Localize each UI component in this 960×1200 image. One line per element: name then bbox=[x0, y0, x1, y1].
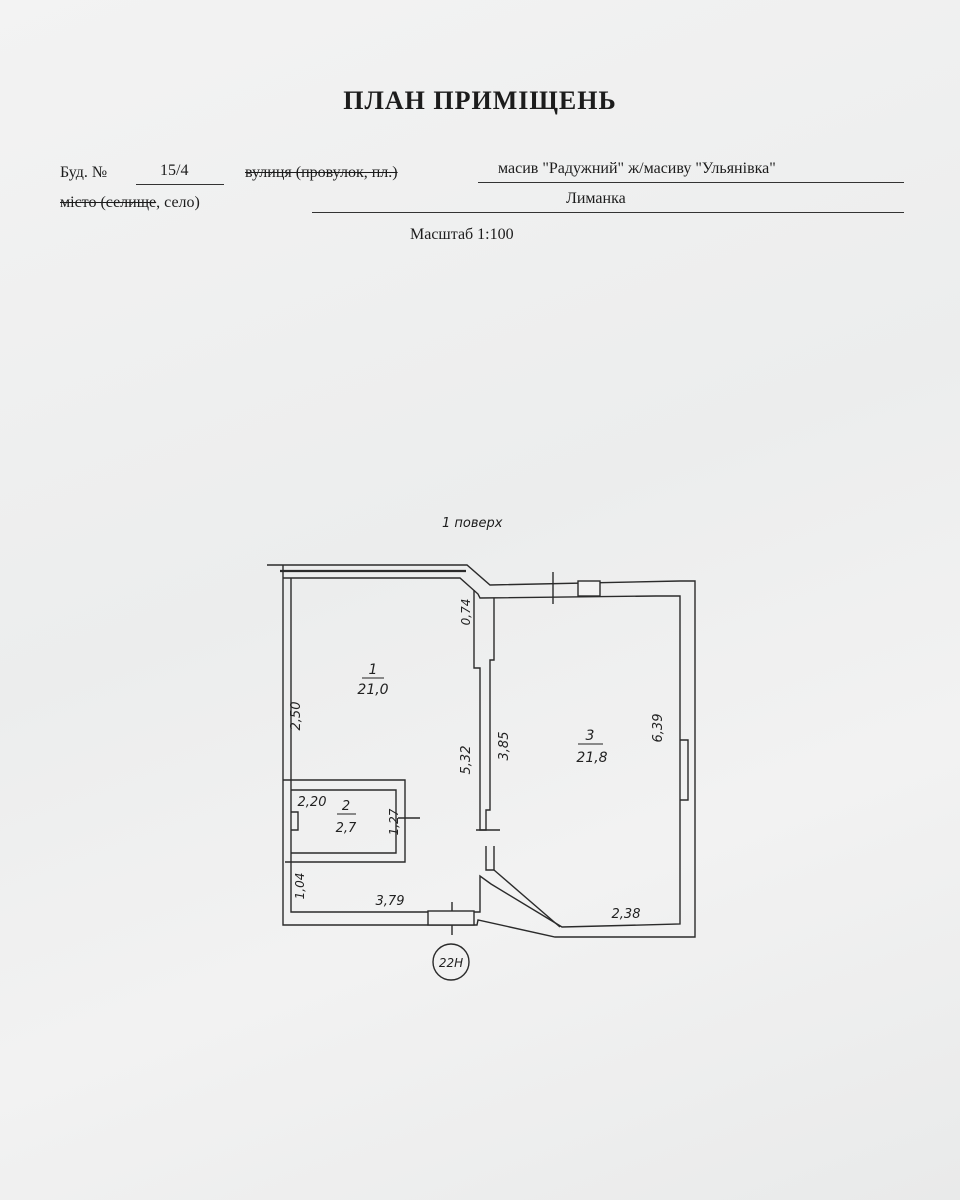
floor-label: 1 поверх bbox=[442, 516, 503, 531]
building-label: Буд. № bbox=[60, 164, 108, 181]
room3-number: 3 bbox=[586, 728, 595, 744]
dimension-3-85: 3,85 bbox=[497, 732, 512, 761]
building-number: 15/4 bbox=[160, 162, 189, 179]
street-value: масив "Радужний" ж/масиву "Ульянівка" bbox=[498, 160, 776, 177]
partition-wall-left bbox=[473, 590, 495, 831]
scale-label: Масштаб 1:100 bbox=[410, 226, 514, 243]
locality-label: місто (селище, село) bbox=[60, 194, 200, 212]
dimension-5-32: 5,32 bbox=[459, 746, 474, 775]
right-wall-notch bbox=[680, 739, 689, 801]
room2-number: 2 bbox=[342, 799, 350, 814]
dimension-3-79: 3,79 bbox=[376, 894, 405, 909]
window-room3-top bbox=[577, 580, 601, 597]
dimension-2-20: 2,20 bbox=[298, 795, 327, 810]
entrance-opening bbox=[427, 910, 475, 926]
dimension-6-39: 6,39 bbox=[651, 714, 666, 743]
partition-wall-right bbox=[485, 846, 495, 871]
document-title: ПЛАН ПРИМІЩЕНЬ bbox=[343, 86, 617, 115]
dimension-1-27: 1,27 bbox=[387, 808, 401, 835]
outer-wall-inner bbox=[283, 577, 681, 928]
wall-room2-top bbox=[283, 779, 406, 863]
room3-diagonal bbox=[493, 869, 561, 928]
room1-number: 1 bbox=[369, 662, 378, 678]
outer-wall bbox=[267, 564, 696, 938]
dimension-0-74: 0,74 bbox=[459, 599, 473, 626]
room3-area: 21,8 bbox=[576, 750, 607, 766]
locality-underline bbox=[312, 212, 904, 213]
locality-label-struck: місто (селище bbox=[60, 194, 157, 211]
room2-niche bbox=[291, 811, 299, 831]
street-label: вулиця (провулок, пл.) bbox=[245, 164, 398, 181]
locality-label-rest: , село) bbox=[156, 194, 200, 211]
room2-area: 2,7 bbox=[336, 821, 357, 836]
dimension-2-38: 2,38 bbox=[612, 907, 641, 922]
entrance-marker-circle bbox=[432, 943, 470, 981]
locality-value: Лиманка bbox=[566, 190, 626, 207]
building-number-underline bbox=[136, 184, 224, 185]
wall-room2-inner bbox=[291, 789, 397, 854]
street-underline bbox=[478, 182, 904, 183]
dimension-2-50: 2,50 bbox=[289, 702, 304, 731]
room1-area: 21,0 bbox=[357, 682, 388, 698]
entrance-mark: 22H bbox=[439, 956, 463, 970]
dimension-1-04: 1,04 bbox=[293, 873, 307, 900]
